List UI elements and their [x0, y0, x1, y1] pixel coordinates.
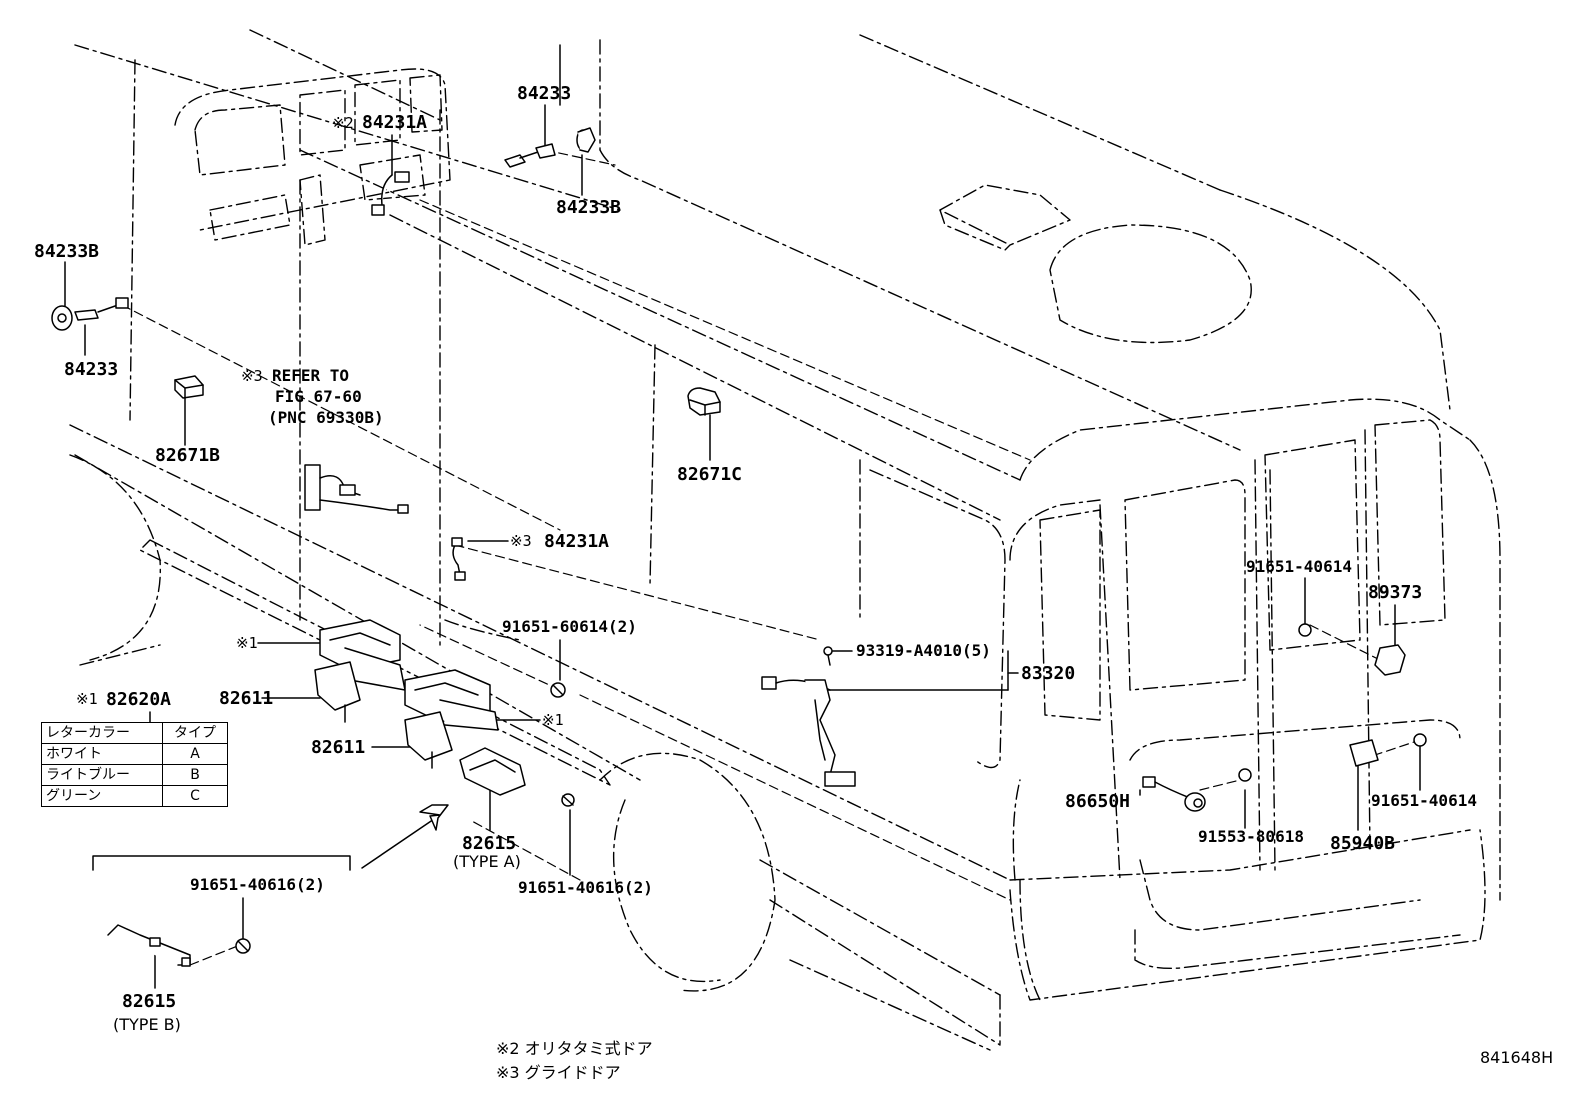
- label-84233-top[interactable]: 84233: [517, 83, 572, 104]
- label-82611-b[interactable]: 82611: [311, 737, 366, 758]
- label-91651-40614-top[interactable]: 91651-40614: [1246, 557, 1352, 576]
- leader-lines: [65, 45, 1420, 988]
- switch-84231a-top: [372, 172, 409, 215]
- label-83320[interactable]: 83320: [1021, 663, 1076, 684]
- controller-82611-b: [405, 670, 498, 768]
- table-row: ホワイト A: [41, 743, 228, 765]
- bracket-82615-type-b: [108, 925, 190, 966]
- horn-86650h: [1143, 777, 1205, 811]
- bolt-91651-40614-top: [1299, 624, 1311, 636]
- footnote-3: ※3 グライドドア: [496, 1063, 621, 1082]
- label-82615-a-type: (TYPE A): [453, 852, 521, 871]
- figure-code: 841648H: [1480, 1048, 1554, 1067]
- table-cell: ホワイト: [41, 743, 163, 765]
- controller-82611-a: [315, 620, 405, 722]
- label-84231a-mid[interactable]: 84231A: [544, 531, 610, 552]
- table-cell: グリーン: [41, 785, 163, 807]
- table-cell: C: [162, 785, 228, 807]
- mark-note3: ※3: [510, 532, 532, 550]
- relay-82671c: [688, 388, 720, 415]
- harness-69330b: [305, 465, 408, 513]
- relay-85940b: [1350, 740, 1378, 766]
- relay-82671b: [175, 376, 203, 398]
- mark-note2: ※2: [332, 114, 354, 132]
- label-91651-60614[interactable]: 91651-60614(2): [502, 617, 637, 636]
- switch-84233-top: [505, 144, 555, 167]
- refer-line1: REFER TO: [272, 366, 350, 385]
- table-cell: ライトブルー: [41, 764, 163, 786]
- mark1-b: ※1: [542, 711, 564, 729]
- mark-82620a: ※1: [76, 690, 98, 708]
- switch-84233-left: [52, 298, 128, 330]
- bracket-82615-type-a: [460, 748, 525, 795]
- refer-line2[interactable]: FIG 67-60: [275, 387, 362, 406]
- bolt-91651-40616-a: [562, 794, 574, 806]
- mark1-a: ※1: [236, 634, 258, 652]
- table-row: グリーン C: [41, 785, 228, 807]
- label-85940b[interactable]: 85940B: [1330, 833, 1396, 854]
- label-86650h[interactable]: 86650H: [1065, 791, 1131, 812]
- table-header-cell: タイプ: [162, 722, 228, 744]
- bolt-91651-60614: [551, 683, 565, 697]
- table-row: ライトブルー B: [41, 764, 228, 786]
- label-82615-b[interactable]: 82615: [122, 991, 177, 1012]
- label-91651-40616-a[interactable]: 91651-40616(2): [518, 878, 653, 897]
- sensor-83320: [762, 647, 855, 786]
- refer-line3: (PNC 69330B): [268, 408, 384, 427]
- label-82615-a[interactable]: 82615: [462, 833, 517, 854]
- label-91651-40614-bottom[interactable]: 91651-40614: [1371, 791, 1477, 810]
- label-82671c[interactable]: 82671C: [677, 464, 743, 485]
- reference-lines: [122, 150, 1420, 965]
- label-93319-a4010[interactable]: 93319-A4010(5): [856, 641, 991, 660]
- label-91553-80618[interactable]: 91553-80618: [1198, 827, 1304, 846]
- label-84233b-top[interactable]: 84233B: [556, 197, 622, 218]
- label-89373[interactable]: 89373: [1368, 582, 1423, 603]
- table-header-row: レターカラー タイプ: [41, 722, 228, 744]
- bolt-91553-80618: [1239, 769, 1251, 781]
- label-84231a-top[interactable]: 84231A: [362, 112, 428, 133]
- table-cell: B: [162, 764, 228, 786]
- label-82615-b-type: (TYPE B): [113, 1015, 181, 1034]
- footnote-2: ※2 オリタタミ式ドア: [496, 1039, 653, 1058]
- letter-color-table: レターカラー タイプ ホワイト A ライトブルー B グリーン C: [41, 722, 228, 807]
- table-cell: A: [162, 743, 228, 765]
- bolt-91651-40614-bottom: [1414, 734, 1426, 746]
- cap-84233b-top: [577, 128, 595, 152]
- label-82671b[interactable]: 82671B: [155, 445, 221, 466]
- label-91651-40616-b[interactable]: 91651-40616(2): [190, 875, 325, 894]
- table-header-cell: レターカラー: [41, 722, 163, 744]
- label-84233-left[interactable]: 84233: [64, 359, 119, 380]
- label-82611-a[interactable]: 82611: [219, 688, 274, 709]
- switch-84231a-mid: [452, 538, 465, 580]
- part-drawings: [52, 128, 1426, 966]
- van-body-outline: [70, 30, 1500, 1050]
- label-84233b-left[interactable]: 84233B: [34, 241, 100, 262]
- unit-89373: [1375, 645, 1405, 675]
- refer-mark: ※3: [241, 367, 263, 385]
- bolt-91651-40616-b: [236, 939, 250, 953]
- label-82620a[interactable]: 82620A: [106, 689, 172, 710]
